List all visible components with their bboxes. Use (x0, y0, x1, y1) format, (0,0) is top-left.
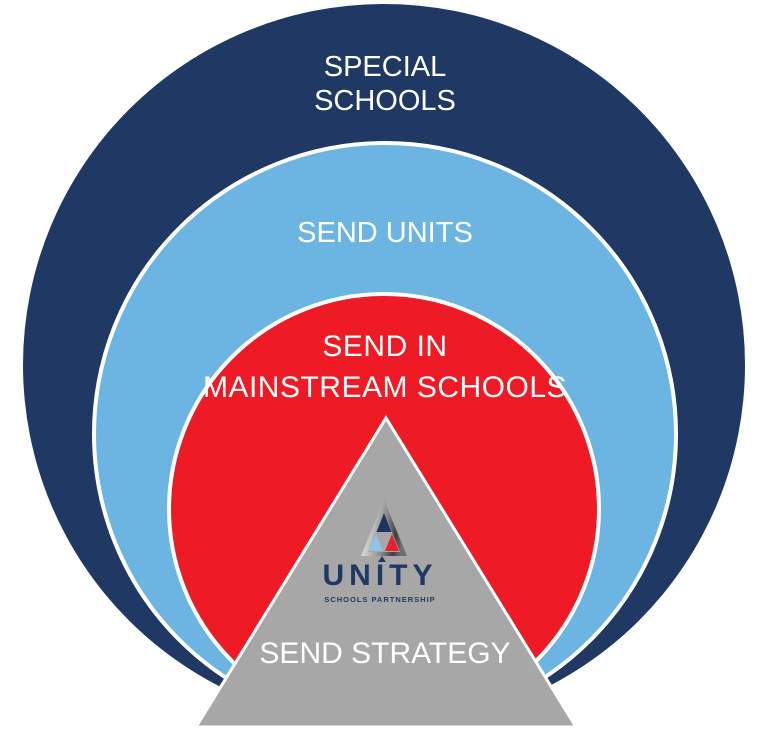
unity-brand-tagline: SCHOOLS PARTNERSHIP (324, 595, 436, 604)
send-strategy-triangle-outline (193, 415, 579, 729)
send-in-mainstream-label-line2: MAINSTREAM SCHOOLS (202, 371, 568, 404)
send-in-mainstream-label-line1: SEND IN (322, 330, 448, 363)
unity-brand-name: UNITY (322, 559, 438, 592)
send-strategy-triangle-shape (196, 418, 576, 727)
unity-i-accent-icon (378, 556, 386, 562)
logo-red-triangle (385, 534, 399, 551)
logo-lightblue-triangle (369, 534, 383, 551)
logo-navy-triangle (376, 513, 392, 532)
send-units-label-line1: SEND UNITS (297, 217, 473, 249)
special-schools-label-line1: SPECIAL (323, 51, 447, 83)
send-in-mainstream-label: SEND IN MAINSTREAM SCHOOLS (185, 326, 585, 408)
special-schools-label: SPECIAL SCHOOLS (235, 50, 535, 118)
unity-logo-triangle-icon (361, 500, 407, 556)
send-strategy-triangle (193, 415, 579, 729)
special-schools-label-line2: SCHOOLS (314, 85, 456, 117)
send-strategy-label: SEND STRATEGY (259, 637, 511, 670)
send-units-label: SEND UNITS (235, 217, 535, 250)
